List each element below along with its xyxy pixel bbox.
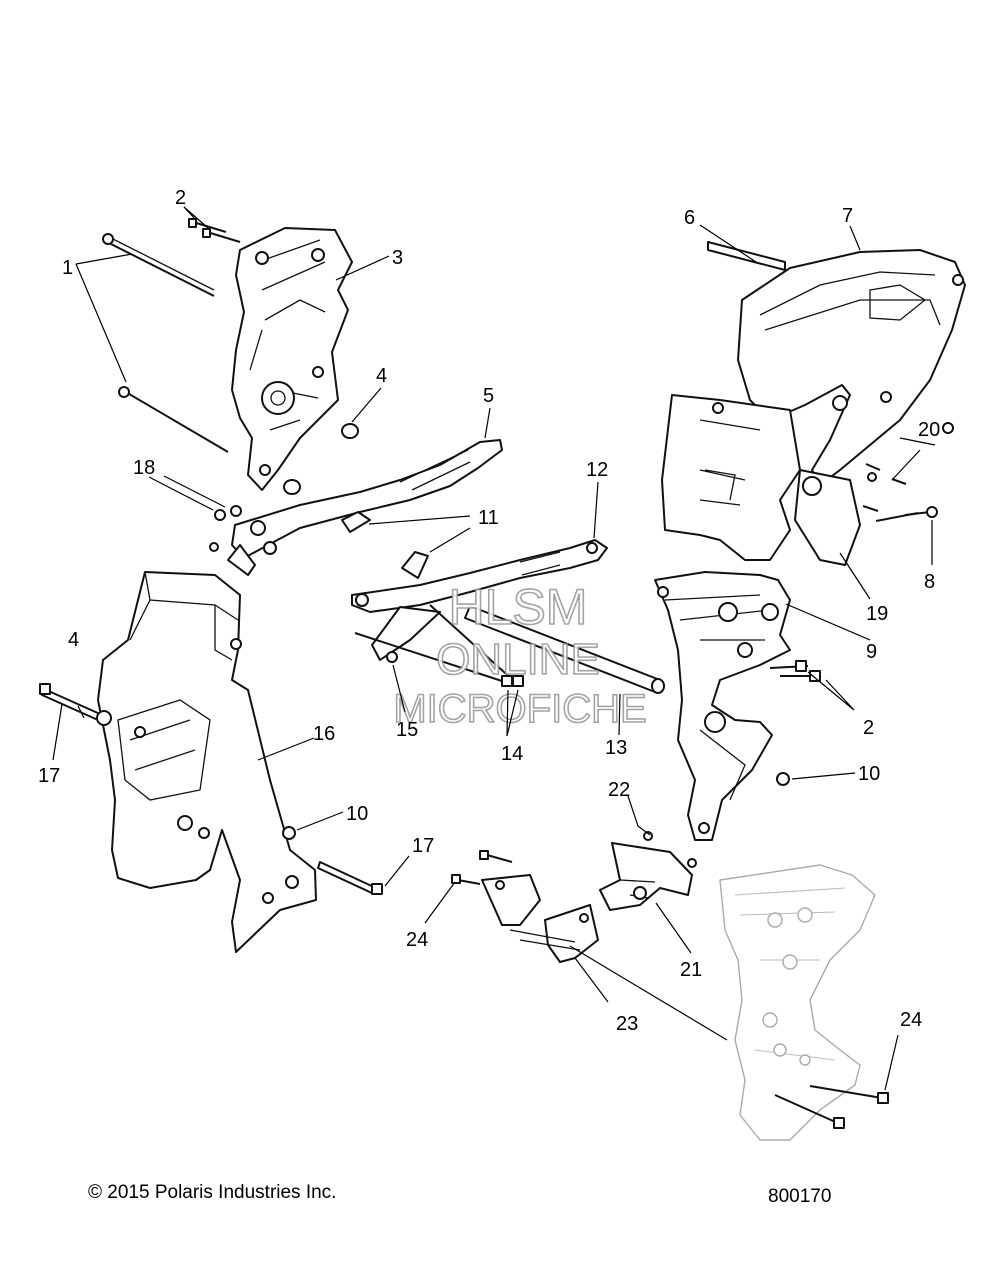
part-16-front-frame xyxy=(97,571,317,953)
leader-lines xyxy=(52,206,936,1091)
callout-18: 18 xyxy=(133,457,155,479)
callout-17b: 17 xyxy=(412,835,434,857)
part-5-link-rod-left xyxy=(227,439,503,576)
callout-16: 16 xyxy=(313,723,335,745)
part-12-link-rod-center xyxy=(351,539,608,661)
part-18-nuts xyxy=(214,505,242,521)
callout-10: 10 xyxy=(858,763,880,785)
callout-2b: 2 xyxy=(863,717,874,739)
callout-23: 23 xyxy=(616,1013,638,1035)
ghost-frame-reference xyxy=(719,864,876,1141)
callout-20: 20 xyxy=(918,419,940,441)
callout-21: 21 xyxy=(680,959,702,981)
part-10-nut-right xyxy=(776,772,790,786)
part-20-screws xyxy=(862,422,954,522)
copyright-notice: © 2015 Polaris Industries Inc. xyxy=(88,1182,337,1203)
part-8-screw xyxy=(904,506,938,518)
callout-24: 24 xyxy=(406,929,428,951)
callout-22: 22 xyxy=(608,779,630,801)
callout-7: 7 xyxy=(842,205,853,227)
drawing-number: 800170 xyxy=(768,1186,832,1207)
callout-15: 15 xyxy=(396,719,418,741)
callout-12: 12 xyxy=(586,459,608,481)
part-10-nut-left xyxy=(282,826,296,840)
callout-10b: 10 xyxy=(346,803,368,825)
callout-11: 11 xyxy=(478,507,499,529)
callout-8: 8 xyxy=(924,571,935,593)
watermark-line-1: HLSM xyxy=(449,579,588,635)
callout-3: 3 xyxy=(392,247,403,269)
part-23-brackets xyxy=(481,874,599,963)
callout-13: 13 xyxy=(605,737,627,759)
watermark: HLSM ONLINE MICROFICHE xyxy=(393,578,648,732)
part-9-rear-bracket xyxy=(654,571,791,841)
part-15-nut xyxy=(386,651,398,663)
part-17-bolt-lower xyxy=(317,861,383,895)
callout-19: 19 xyxy=(866,603,888,625)
part-19-fender-bracket xyxy=(661,394,861,566)
callout-9: 9 xyxy=(866,641,877,663)
part-17-bolt-left xyxy=(39,683,101,721)
part-4-spacer-upper xyxy=(341,423,359,439)
part-2-bolts-upper xyxy=(188,218,241,243)
callout-1: 1 xyxy=(62,257,73,279)
part-14-bolts xyxy=(354,604,524,687)
callout-14: 14 xyxy=(501,743,523,765)
part-24-bolts xyxy=(451,850,513,885)
screw-fender-top xyxy=(880,391,892,403)
callout-4: 4 xyxy=(376,365,387,387)
callout-17: 17 xyxy=(38,765,60,787)
watermark-line-2: ONLINE xyxy=(436,635,600,684)
part-4-spacer-lower xyxy=(96,710,112,726)
part-3-upper-bracket xyxy=(231,227,353,491)
part-24-bolts-right xyxy=(774,1085,889,1129)
part-1-long-bolts xyxy=(102,233,229,453)
nut-left-link xyxy=(209,542,219,552)
part-7-rear-fender xyxy=(737,249,966,486)
callout-4b: 4 xyxy=(68,629,79,651)
callout-6: 6 xyxy=(684,207,695,229)
spacer-18 xyxy=(283,479,301,495)
watermark-line-3: MICROFICHE xyxy=(393,687,646,731)
callout-24b: 24 xyxy=(900,1009,922,1031)
callout-5: 5 xyxy=(483,385,494,407)
part-13-pin xyxy=(464,605,665,694)
callouts: 2 1 3 4 5 18 11 12 6 7 20 8 19 9 2 10 15… xyxy=(38,187,940,1035)
part-21-bracket xyxy=(599,831,697,911)
callout-2: 2 xyxy=(175,187,186,209)
part-2-bolts-lower xyxy=(769,660,821,682)
